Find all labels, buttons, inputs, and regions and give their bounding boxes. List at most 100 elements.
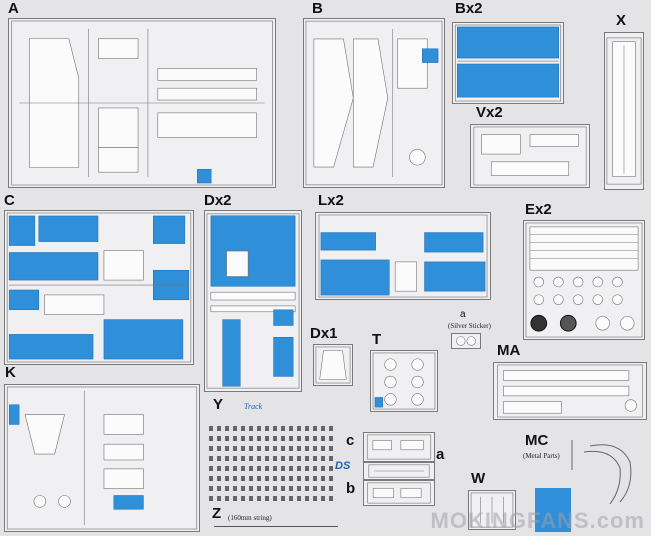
- track-link: [273, 446, 277, 451]
- label-C: C: [4, 192, 15, 209]
- track-link: [209, 476, 213, 481]
- sprue-X-parts: [606, 37, 642, 185]
- sprue-C-parts: [6, 212, 192, 363]
- track-link: [329, 486, 333, 491]
- track-link: [257, 456, 261, 461]
- track-link: [233, 476, 237, 481]
- track-link: [265, 456, 269, 461]
- track-link: [297, 456, 301, 461]
- sprue-W-parts: [470, 492, 514, 528]
- sprue-Dx1: [313, 344, 353, 386]
- sprue-T-parts: [372, 352, 436, 410]
- label-W: W: [471, 470, 486, 487]
- track-link: [273, 496, 277, 501]
- track-link: [297, 466, 301, 471]
- label-MC: MC: [525, 432, 549, 449]
- track-link: [329, 456, 333, 461]
- label-Lx2: Lx2: [318, 192, 344, 209]
- track-link: [289, 486, 293, 491]
- track-link: [321, 426, 325, 431]
- label-A: A: [8, 0, 19, 17]
- track-link: [281, 476, 285, 481]
- track-link: [249, 446, 253, 451]
- track-link: [313, 486, 317, 491]
- label-small-a: a: [460, 309, 466, 320]
- track-link: [225, 486, 229, 491]
- track-link: [329, 466, 333, 471]
- track-link: [305, 426, 309, 431]
- track-caption: Track: [244, 402, 263, 411]
- track-link: [265, 446, 269, 451]
- track-link: [273, 466, 277, 471]
- track-link: [265, 476, 269, 481]
- track-link: [209, 466, 213, 471]
- string-line: [214, 526, 338, 527]
- track-link: [241, 486, 245, 491]
- label-Dx1: Dx1: [310, 325, 338, 342]
- metal-parts-caption: (Metal Parts): [523, 452, 560, 460]
- sprue-C: [4, 210, 194, 365]
- label-T: T: [372, 331, 382, 348]
- track-link: [225, 446, 229, 451]
- sprue-B: [303, 18, 445, 188]
- track-link: [305, 436, 309, 441]
- track-links: [529, 226, 639, 271]
- track-link: [321, 496, 325, 501]
- sprue-b: [363, 480, 435, 506]
- sprue-b-parts: [367, 482, 431, 504]
- track-link: [217, 456, 221, 461]
- track-link: [305, 486, 309, 491]
- label-Y: Y: [213, 396, 224, 413]
- track-link: [217, 496, 221, 501]
- track-link: [281, 466, 285, 471]
- track-link: [257, 436, 261, 441]
- sprue-X: [604, 32, 644, 190]
- track-link: [233, 496, 237, 501]
- track-link: [265, 466, 269, 471]
- track-link: [209, 446, 213, 451]
- track-link: [241, 446, 245, 451]
- track-link: [249, 426, 253, 431]
- sprue-A: [8, 18, 276, 188]
- track-link: [217, 446, 221, 451]
- sprue-K-parts: [6, 386, 198, 530]
- track-link: [281, 436, 285, 441]
- track-link: [289, 426, 293, 431]
- sprue-a-ds: [363, 462, 435, 480]
- track-link: [305, 446, 309, 451]
- sprue-Dx2: [204, 210, 302, 392]
- track-link: [217, 436, 221, 441]
- label-a: a: [436, 446, 445, 463]
- label-Ex2: Ex2: [525, 201, 552, 218]
- track-link: [313, 446, 317, 451]
- track-links-dots: [209, 426, 333, 501]
- track-link: [297, 476, 301, 481]
- track-link: [297, 446, 301, 451]
- sprue-W: [468, 490, 516, 530]
- track-link: [289, 466, 293, 471]
- watermark: MOKINGFANS.com: [430, 508, 645, 533]
- track-link: [297, 426, 301, 431]
- track-link: [313, 436, 317, 441]
- track-link: [305, 476, 309, 481]
- track-link: [225, 496, 229, 501]
- track-link: [281, 496, 285, 501]
- track-link: [305, 496, 309, 501]
- track-link: [313, 456, 317, 461]
- string-caption: (160mm string): [228, 514, 272, 522]
- label-MA: MA: [497, 342, 521, 359]
- track-link: [209, 456, 213, 461]
- track-link: [241, 426, 245, 431]
- track-link: [281, 486, 285, 491]
- track-link: [329, 436, 333, 441]
- sprue-a-ds-parts: [368, 464, 430, 478]
- track-link: [305, 466, 309, 471]
- track-link: [257, 446, 261, 451]
- track-link: [289, 476, 293, 481]
- track-link: [329, 496, 333, 501]
- track-link: [217, 486, 221, 491]
- ds-caption: DS: [335, 460, 351, 472]
- sprue-c-parts: [366, 434, 432, 460]
- label-Z: Z: [212, 505, 222, 522]
- track-link: [273, 426, 277, 431]
